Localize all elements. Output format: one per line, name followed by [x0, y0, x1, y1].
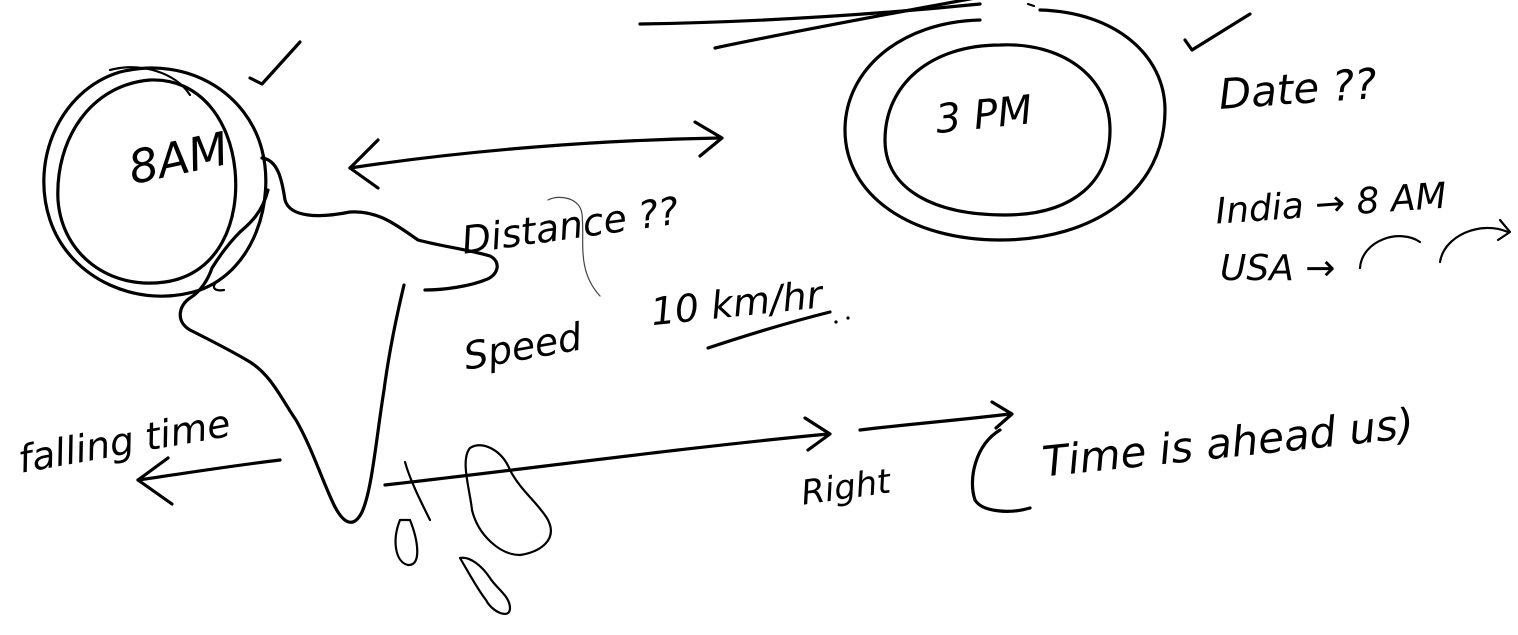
clock-8am-label: 8AM	[124, 121, 233, 195]
clock-8am: 8AM	[42, 66, 268, 298]
clock-3pm: 3 PM	[843, 8, 1167, 242]
distance-scribble	[547, 196, 601, 297]
top-strokes	[638, 0, 1036, 50]
dot-mark	[834, 320, 838, 324]
speed-underline	[706, 310, 832, 350]
india-map-outline	[178, 156, 499, 524]
date-question: Date ??	[1217, 59, 1378, 119]
speed-value: 10 km/hr	[649, 272, 827, 334]
dot-mark	[846, 316, 850, 320]
checkmark-icon	[248, 40, 302, 86]
curved-arrows	[1358, 218, 1512, 270]
usa-time-line: USA →	[1220, 248, 1335, 289]
time-ahead-note: Time is ahead us)	[1040, 399, 1416, 487]
india-time-line: India → 8 AM	[1214, 176, 1448, 233]
open-bracket	[970, 428, 1032, 513]
falling-time-arrow	[136, 456, 282, 506]
short-right-arrow	[858, 400, 1014, 432]
speed-label: Speed	[460, 314, 586, 378]
long-right-arrow	[383, 416, 832, 487]
island-shapes	[394, 444, 552, 615]
right-label: Right	[799, 461, 895, 513]
checkmark-icon	[1183, 12, 1252, 52]
clock-3pm-label: 3 PM	[933, 87, 1034, 143]
double-arrow	[348, 120, 724, 190]
